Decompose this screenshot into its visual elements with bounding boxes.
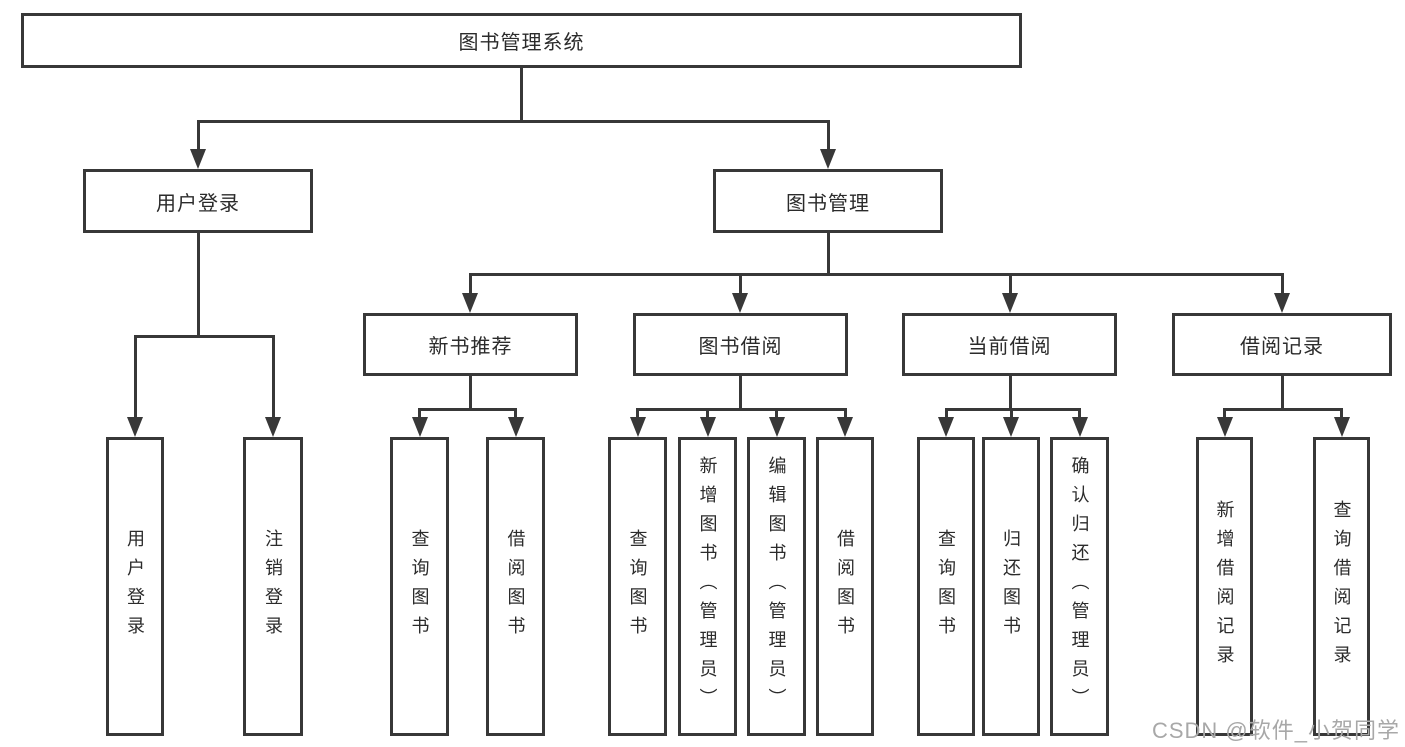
- connector-line: [1280, 376, 1284, 408]
- arrow-down-icon: [820, 149, 836, 169]
- connector-line: [636, 408, 639, 417]
- arrow-down-icon: [1274, 293, 1290, 313]
- leaf-borrow-books-borrow: 借阅图书: [816, 437, 874, 736]
- connector-line: [133, 335, 275, 338]
- arrow-down-icon: [732, 293, 748, 313]
- node-book-management: 图书管理: [713, 169, 943, 233]
- connector-line: [418, 408, 421, 417]
- connector-line: [843, 408, 847, 417]
- arrow-down-icon: [265, 417, 281, 437]
- connector-line: [196, 120, 830, 123]
- node-book-borrowing: 图书借阅: [633, 313, 848, 376]
- arrow-down-icon: [699, 417, 716, 437]
- leaf-edit-book-admin: 编辑图书（管理员）: [747, 437, 806, 736]
- arrow-down-icon: [1071, 417, 1088, 437]
- leaf-logout: 注销登录: [243, 437, 303, 736]
- connector-line: [271, 335, 275, 417]
- connector-line: [636, 408, 846, 411]
- leaf-user-login: 用户登录: [106, 437, 164, 736]
- connector-line: [468, 273, 472, 293]
- arrow-down-icon: [1216, 417, 1233, 437]
- connector-line: [738, 273, 742, 293]
- connector-line: [1280, 273, 1284, 293]
- arrow-down-icon: [768, 417, 785, 437]
- arrow-down-icon: [1333, 417, 1350, 437]
- leaf-return-book: 归还图书: [982, 437, 1040, 736]
- connector-line: [133, 335, 137, 417]
- leaf-query-books-recommend: 查询图书: [390, 437, 449, 736]
- leaf-add-borrow-record: 新增借阅记录: [1196, 437, 1253, 736]
- node-library-system: 图书管理系统: [21, 13, 1022, 68]
- connector-line: [826, 120, 830, 149]
- connector-line: [520, 68, 523, 120]
- connector-line: [944, 408, 948, 417]
- connector-line: [1009, 408, 1013, 417]
- connector-line: [826, 233, 830, 273]
- leaf-query-borrow-record: 查询借阅记录: [1313, 437, 1370, 736]
- connector-line: [1223, 408, 1343, 411]
- connector-line: [1078, 408, 1081, 417]
- connector-line: [1340, 408, 1343, 417]
- connector-line: [1008, 273, 1012, 293]
- arrow-down-icon: [507, 417, 524, 437]
- connector-line: [775, 408, 778, 417]
- connector-line: [514, 408, 517, 417]
- arrow-down-icon: [190, 149, 206, 169]
- leaf-confirm-return-admin: 确认归还（管理员）: [1050, 437, 1109, 736]
- connector-line: [738, 376, 742, 408]
- leaf-query-books-borrow: 查询图书: [608, 437, 667, 736]
- node-borrowing-records: 借阅记录: [1172, 313, 1392, 376]
- connector-line: [468, 376, 472, 408]
- connector-line: [944, 408, 1081, 411]
- connector-line: [196, 120, 200, 149]
- arrow-down-icon: [837, 417, 853, 437]
- node-current-borrowing: 当前借阅: [902, 313, 1117, 376]
- connector-line: [468, 273, 1284, 276]
- leaf-query-books-current: 查询图书: [917, 437, 975, 736]
- leaf-borrow-books-recommend: 借阅图书: [486, 437, 545, 736]
- arrow-down-icon: [1003, 417, 1019, 437]
- arrow-down-icon: [629, 417, 646, 437]
- node-new-book-recommend: 新书推荐: [363, 313, 578, 376]
- leaf-add-book-admin: 新增图书（管理员）: [678, 437, 737, 736]
- connector-line: [1008, 376, 1012, 408]
- arrow-down-icon: [938, 417, 954, 437]
- arrow-down-icon: [462, 293, 478, 313]
- arrow-down-icon: [1002, 293, 1018, 313]
- connector-line: [196, 233, 200, 335]
- watermark: CSDN @软件_小贺同学: [1151, 718, 1400, 743]
- connector-line: [1223, 408, 1226, 417]
- arrow-down-icon: [127, 417, 143, 437]
- node-user-login: 用户登录: [83, 169, 313, 233]
- connector-line: [418, 408, 517, 411]
- arrow-down-icon: [411, 417, 428, 437]
- connector-line: [706, 408, 709, 417]
